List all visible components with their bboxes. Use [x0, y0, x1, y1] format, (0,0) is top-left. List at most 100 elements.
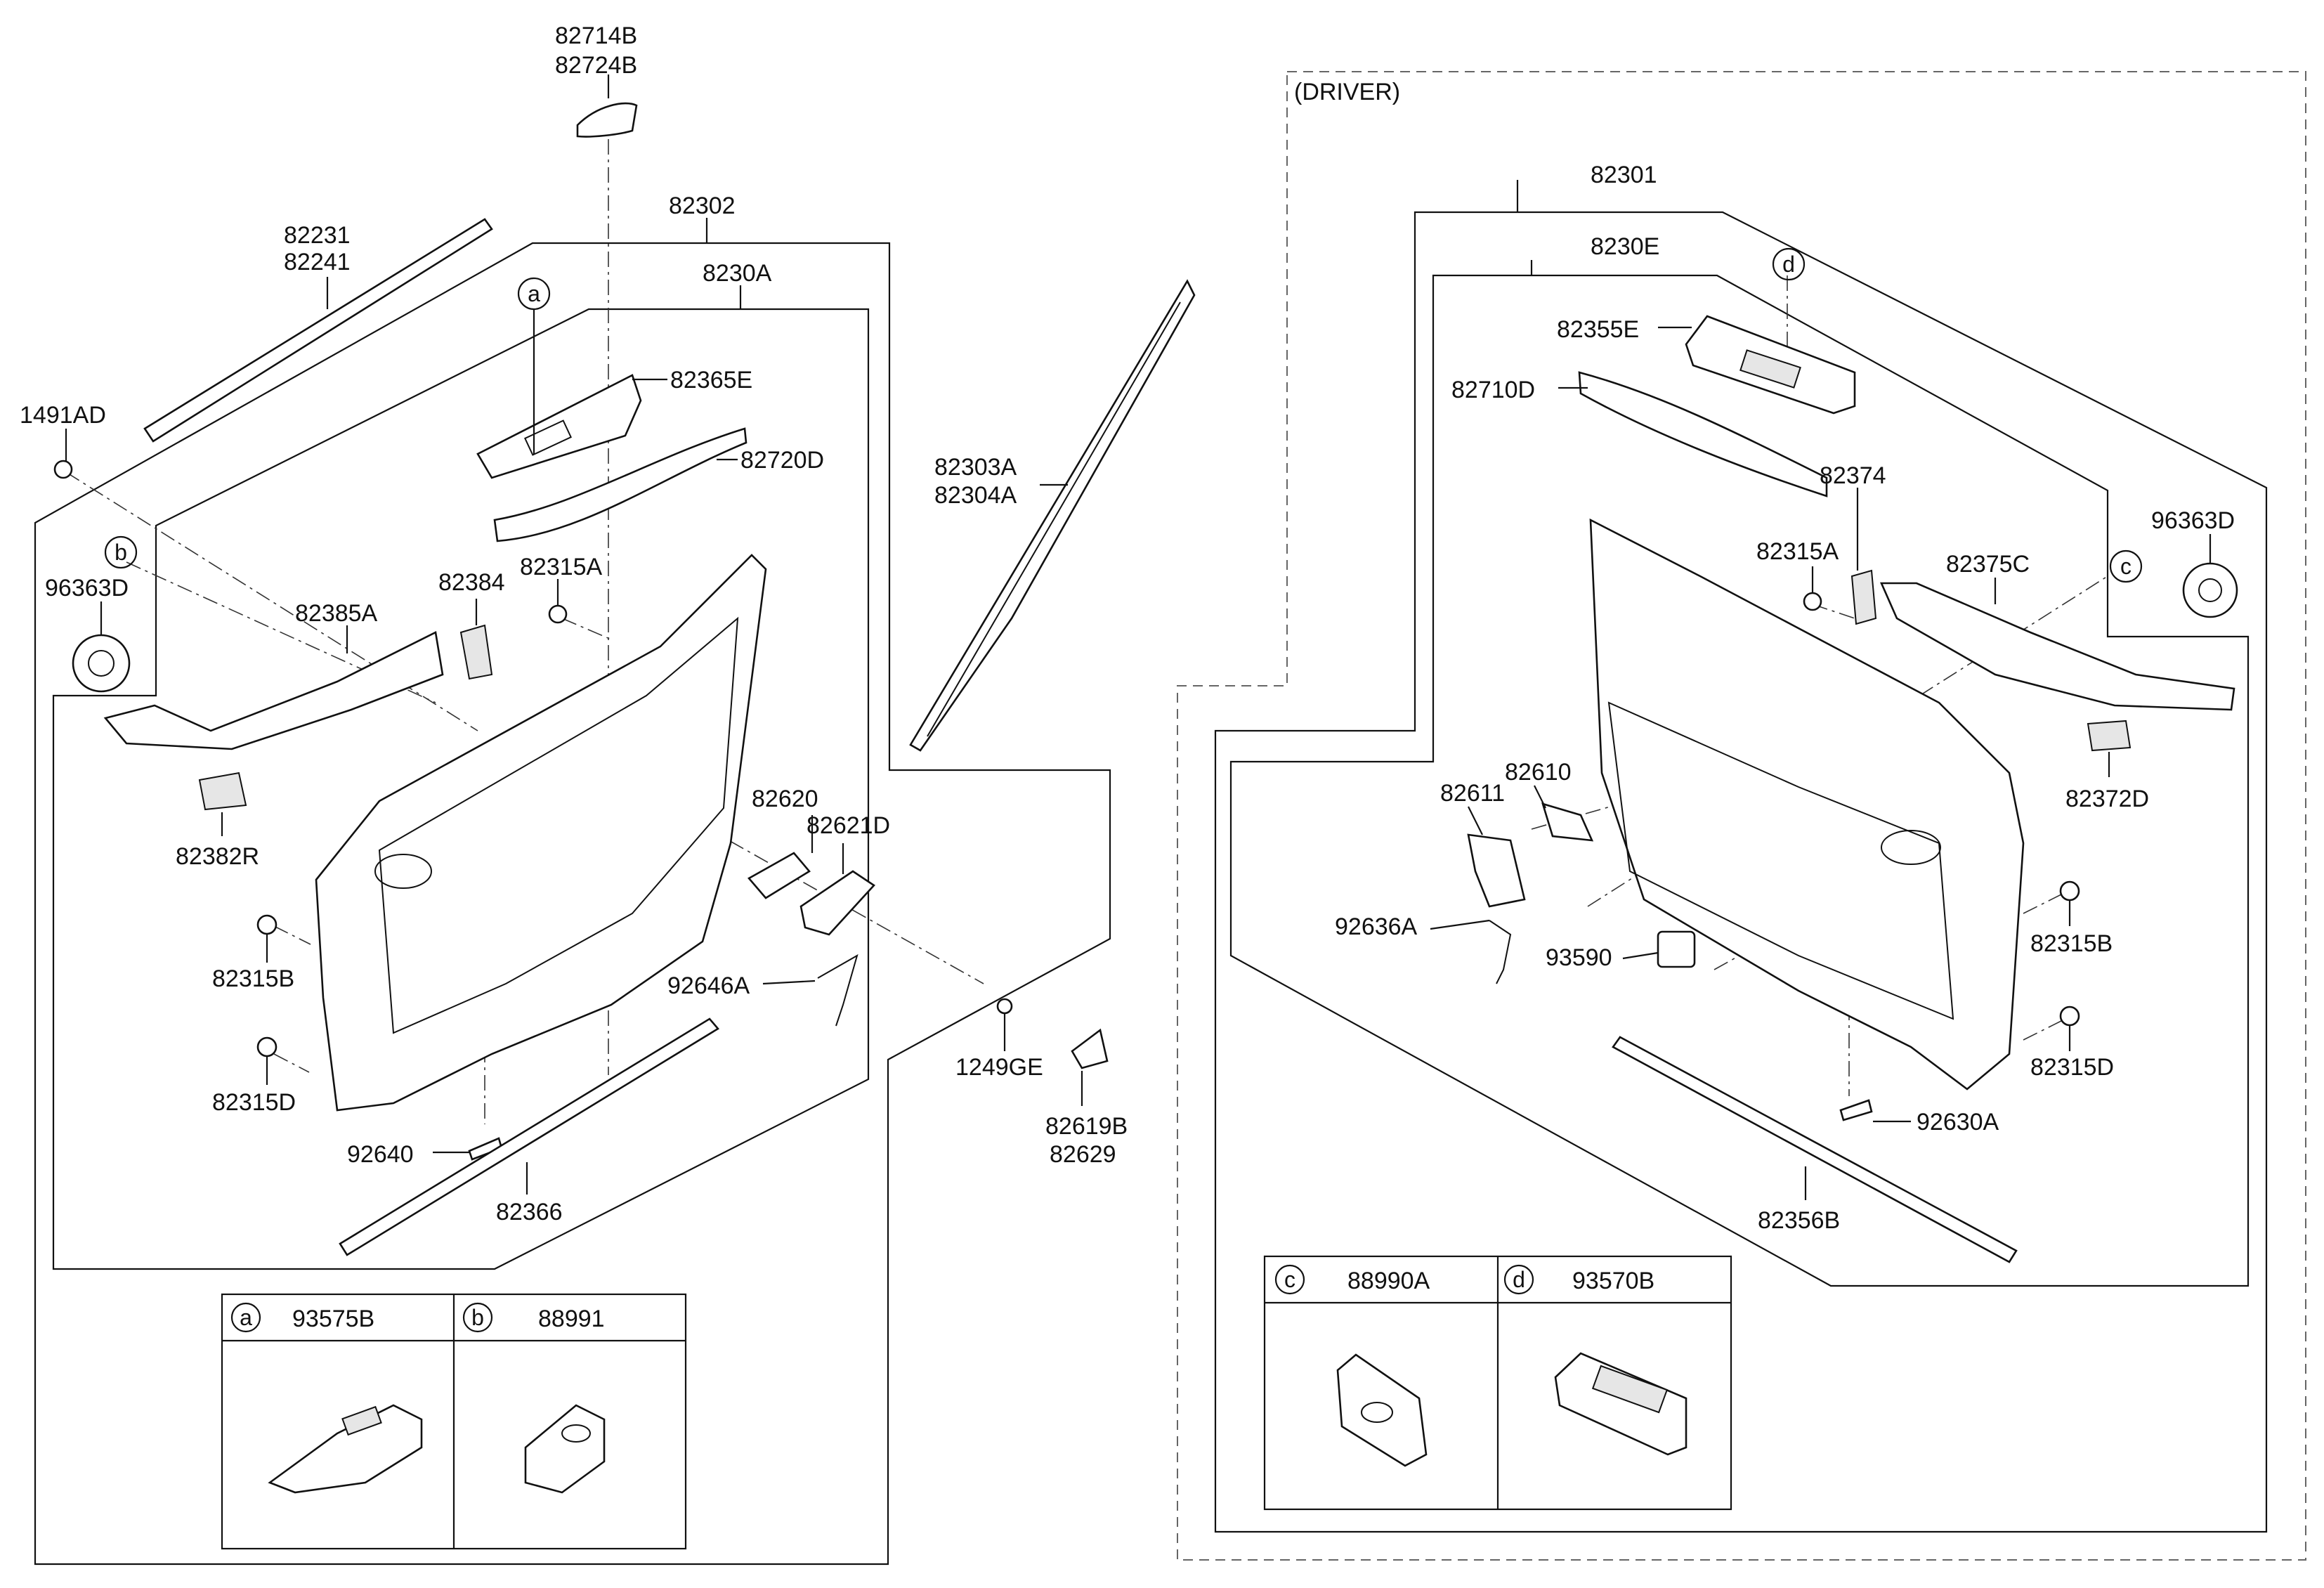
callout-c: c	[2109, 549, 2143, 583]
part-92646A-lamp-wire	[817, 954, 859, 1027]
label-82372D: 82372D	[2065, 786, 2149, 812]
part-82620-inside-handle	[747, 852, 811, 899]
part-82315D-clip-left	[256, 1036, 278, 1057]
label-82375C: 82375C	[1946, 551, 2030, 578]
part-82315B-clip-left	[256, 914, 278, 935]
label-82620: 82620	[752, 786, 818, 812]
label-82382R: 82382R	[176, 843, 259, 870]
label-8230A: 8230A	[703, 260, 772, 287]
legend-cell-b: b 88991	[462, 1302, 606, 1494]
label-1249GE: 1249GE	[955, 1054, 1043, 1081]
svg-text:d: d	[1782, 252, 1795, 277]
label-82621D: 82621D	[807, 812, 890, 839]
label-82302: 82302	[669, 193, 736, 219]
label-82355E: 82355E	[1557, 316, 1639, 343]
part-1491AD-clip	[53, 460, 73, 479]
part-82315B-clip-right	[2059, 880, 2080, 902]
svg-text:88990A: 88990A	[1347, 1268, 1430, 1294]
label-82366: 82366	[496, 1199, 563, 1225]
part-82720D-armrest-panel	[493, 427, 748, 542]
svg-text:d: d	[1513, 1267, 1525, 1292]
callout-a: a	[517, 277, 551, 311]
part-96363D-speaker-left-inner	[88, 650, 115, 677]
callout-d: d	[1772, 247, 1806, 281]
part-8230E-pocket	[1881, 830, 1941, 865]
part-82384-grille	[459, 624, 493, 680]
part-82231-belt-weatherstrip	[143, 218, 493, 443]
label-82710D: 82710D	[1451, 377, 1535, 403]
part-82621D-handle-bezel	[799, 870, 875, 936]
svg-text:a: a	[240, 1305, 252, 1330]
part-labels: 82714B 82724B 82302 82231 82241 8230A 82…	[20, 22, 2235, 1234]
label-82315B-right: 82315B	[2030, 930, 2113, 957]
label-96363D-left: 96363D	[45, 575, 129, 601]
part-82356B-lower-strip	[1612, 1036, 2018, 1263]
part-82710D-armrest-panel	[1578, 371, 1828, 497]
label-1491AD: 1491AD	[20, 402, 106, 429]
part-82315A-clip-left	[548, 604, 568, 624]
legend-cell-c: c 88990A	[1274, 1264, 1430, 1467]
svg-text:93570B: 93570B	[1572, 1268, 1654, 1294]
svg-text:a: a	[528, 281, 540, 306]
label-92636A: 92636A	[1335, 913, 1418, 940]
assembly-outline-8230A	[52, 308, 870, 1270]
label-82301: 82301	[1591, 162, 1657, 188]
legend-table-right: c 88990A d 93570B	[1263, 1255, 1732, 1511]
driver-region-outline	[1177, 71, 2306, 1561]
label-82365E: 82365E	[670, 367, 752, 393]
part-82315D-clip-right	[2059, 1005, 2080, 1027]
part-82372D-grille	[2087, 720, 2132, 752]
svg-text:b: b	[471, 1305, 484, 1330]
label-82629: 82629	[1050, 1141, 1116, 1168]
part-96363D-speaker-left	[72, 634, 131, 693]
part-82714B-cap	[576, 102, 638, 138]
part-96363D-speaker-right-inner	[2198, 578, 2222, 602]
part-8230E-inner-contour	[1607, 701, 1954, 1020]
label-8230E: 8230E	[1591, 233, 1659, 260]
leader-lines	[65, 74, 2212, 1200]
legend-part-93570B-switch	[1554, 1352, 1687, 1456]
label-82374: 82374	[1820, 462, 1886, 489]
part-8230A-inner-contour	[378, 616, 739, 1034]
svg-text:b: b	[115, 540, 127, 565]
label-82231: 82231	[284, 222, 351, 249]
part-82303A-garnish-edge	[927, 301, 1181, 737]
legend-part-93575B-key	[341, 1405, 382, 1436]
label-92646A: 92646A	[667, 972, 750, 999]
legend-cell-d: d 93570B	[1503, 1264, 1687, 1456]
label-82315A-left: 82315A	[520, 554, 603, 580]
label-82385A: 82385A	[295, 600, 378, 627]
part-82375C-pull-handle	[1880, 582, 2235, 711]
label-driver: (DRIVER)	[1294, 79, 1400, 105]
label-82356B: 82356B	[1758, 1207, 1840, 1234]
label-82315D-left: 82315D	[212, 1089, 296, 1116]
legend-part-93570B-keys	[1591, 1365, 1669, 1414]
label-82315D-right: 82315D	[2030, 1054, 2114, 1081]
label-82720D: 82720D	[740, 447, 824, 474]
part-82619B-cover	[1071, 1028, 1109, 1069]
label-82304A: 82304A	[934, 482, 1017, 509]
legend-part-88990A-knob	[1361, 1402, 1393, 1423]
part-82303A-door-garnish	[909, 279, 1196, 752]
label-82384: 82384	[438, 569, 505, 596]
label-82611: 82611	[1440, 780, 1505, 807]
part-82366-lower-strip	[339, 1017, 719, 1256]
svg-text:93575B: 93575B	[292, 1306, 374, 1332]
label-96363D-right: 96363D	[2151, 507, 2235, 534]
callout-b: b	[104, 535, 138, 569]
legend-cell-a: a 93575B	[230, 1302, 423, 1494]
legend-part-88991-module	[524, 1404, 606, 1494]
label-82610: 82610	[1505, 759, 1572, 786]
assembly-outline-8230E	[1229, 274, 2250, 1287]
part-82611-handle-bezel	[1467, 833, 1526, 908]
part-8230A-pocket	[374, 854, 432, 889]
label-82724B: 82724B	[555, 52, 637, 79]
assembly-outline-82301	[1214, 211, 2268, 1533]
part-82610-inside-handle	[1541, 802, 1594, 842]
assembly-outline-82302	[34, 242, 1111, 1566]
part-82315A-clip-right	[1803, 592, 1822, 611]
part-8230E-door-trim-panel	[1589, 518, 2025, 1091]
svg-text:c: c	[1284, 1267, 1295, 1292]
part-82365E-switch-bezel	[476, 374, 642, 479]
